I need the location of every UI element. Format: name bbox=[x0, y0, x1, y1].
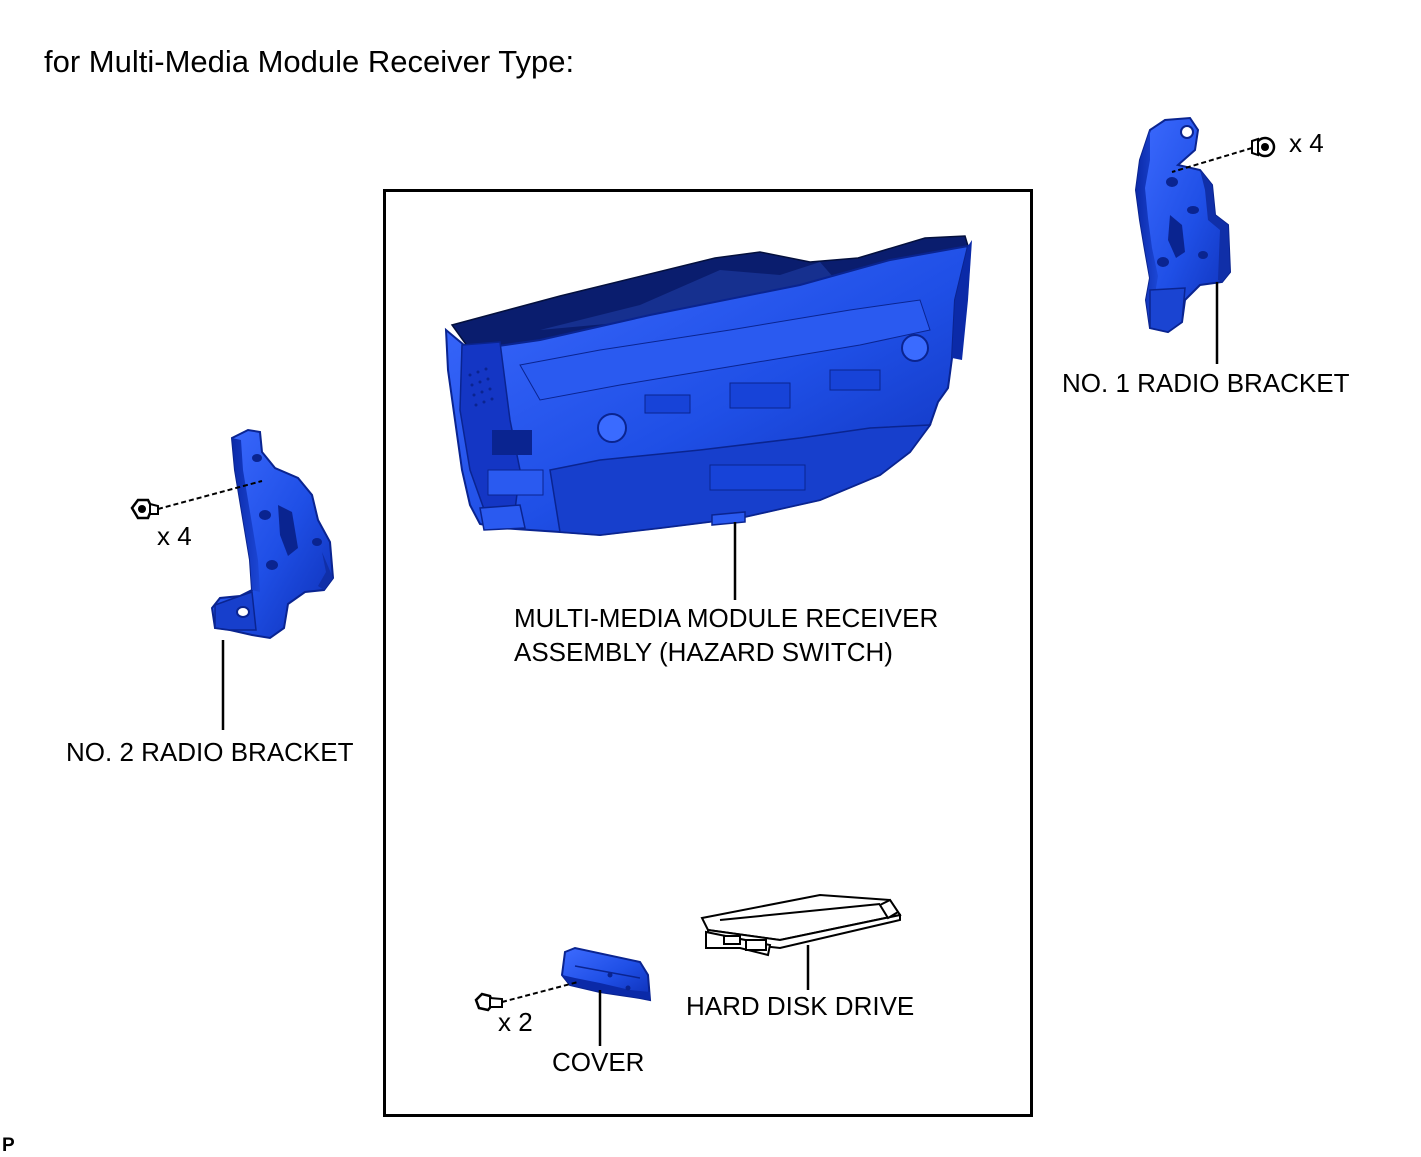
page-title: for Multi-Media Module Receiver Type: bbox=[44, 44, 575, 79]
cover-label: COVER bbox=[552, 1047, 645, 1077]
bolt-icon bbox=[130, 498, 159, 520]
no2-bracket-label: NO. 2 RADIO BRACKET bbox=[66, 737, 354, 767]
hard-disk-icon bbox=[700, 893, 902, 957]
receiver-label-line2: ASSEMBLY (HAZARD SWITCH) bbox=[514, 637, 893, 667]
receiver-icon bbox=[444, 235, 972, 537]
no2-bracket-icon bbox=[210, 428, 335, 640]
no1-bracket-icon bbox=[1134, 116, 1232, 334]
bolt-icon bbox=[1251, 136, 1276, 158]
hard-disk-label: HARD DISK DRIVE bbox=[686, 991, 915, 1021]
bolt-icon bbox=[474, 992, 503, 1012]
receiver-group-frame bbox=[383, 189, 1033, 1117]
no1-bracket-bolt-qty: x 4 bbox=[1289, 128, 1324, 158]
cover-screw-qty: x 2 bbox=[498, 1007, 533, 1037]
receiver-label-line1: MULTI-MEDIA MODULE RECEIVER bbox=[514, 603, 939, 633]
cover-icon bbox=[560, 946, 652, 1002]
corner-mark: P bbox=[2, 1135, 15, 1156]
no1-bracket-label: NO. 1 RADIO BRACKET bbox=[1062, 368, 1350, 398]
no2-bracket-bolt-qty: x 4 bbox=[157, 521, 192, 551]
